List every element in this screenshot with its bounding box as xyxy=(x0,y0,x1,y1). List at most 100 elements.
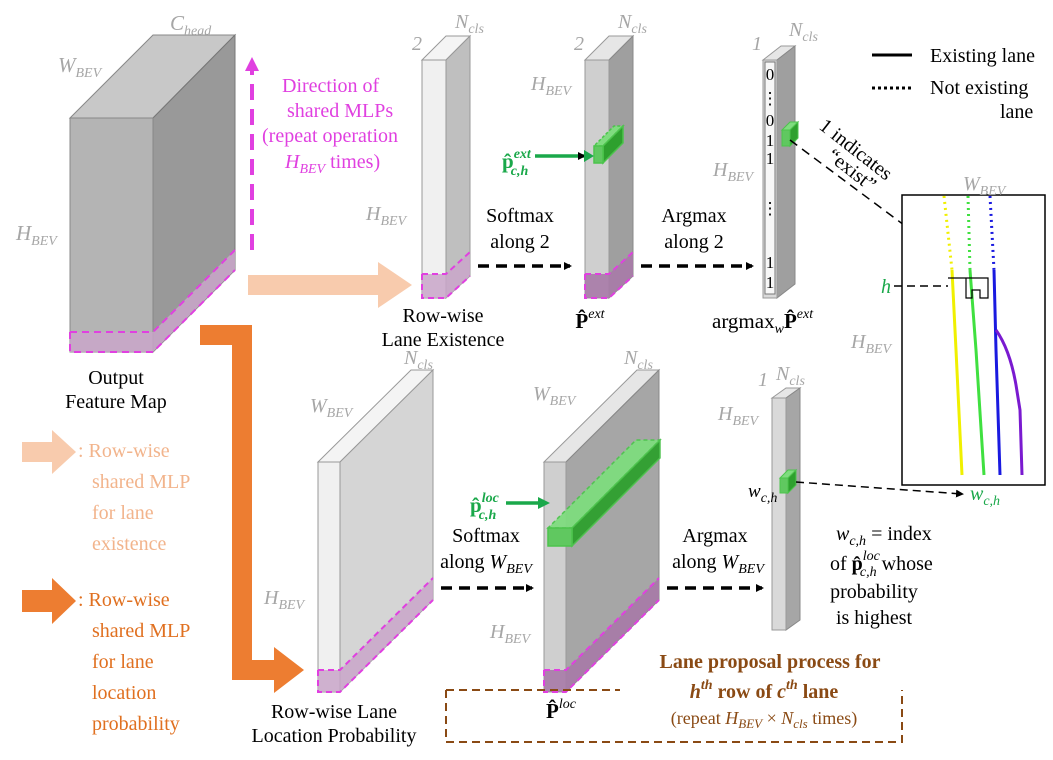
argmax-cell-7: 1 xyxy=(766,273,775,292)
p-ext-ch-arrowhead xyxy=(584,150,594,162)
legend-peach-l3: for lane xyxy=(92,502,154,524)
legend-peach-l1: : Row-wise xyxy=(78,440,170,462)
mlp-direction-line1: Direction of xyxy=(282,75,380,97)
p-loc-ncls: Ncls xyxy=(623,347,653,373)
lane-yellow-solid xyxy=(950,269,964,476)
location-tensor xyxy=(316,368,435,694)
legend-orange-l2: shared MLP xyxy=(92,620,190,642)
softmax-loc-line1: Softmax xyxy=(452,525,520,547)
argmax-h-bev: HBEV xyxy=(712,159,755,185)
output-h-bev: HBEV xyxy=(15,221,58,249)
argmax-cell-3: 1 xyxy=(766,131,775,150)
mlp-direction-line3: (repeat operation xyxy=(262,125,398,147)
argmax-cell-4: 1 xyxy=(766,149,775,168)
argmax-cell-6: 1 xyxy=(766,253,775,272)
loc-wch: wc,h xyxy=(748,481,777,506)
mlp-direction-line4: HBEV times) xyxy=(284,151,380,177)
argmax-loc-line2: along WBEV xyxy=(672,551,765,577)
p-ext-h-bev: HBEV xyxy=(530,73,573,99)
legend-existing: Existing lane xyxy=(930,45,1035,67)
output-label-2: Feature Map xyxy=(65,391,167,413)
existence-dim: 2 xyxy=(412,33,422,55)
legend-orange-l5: probability xyxy=(92,713,180,735)
argmax-vector xyxy=(761,44,800,300)
existence-h-bev: HBEV xyxy=(365,203,408,229)
location-w-bev: WBEV xyxy=(310,395,354,421)
bev-wch: wc,h xyxy=(970,483,1000,509)
lane-green-dotted xyxy=(966,195,972,271)
output-label-1: Output xyxy=(88,367,144,389)
wch-leader xyxy=(795,481,964,498)
legend-peach-l2: shared MLP xyxy=(92,471,190,493)
output-c-head: Chead xyxy=(170,11,212,39)
loc-vector xyxy=(770,387,802,631)
bev-h-row: h xyxy=(881,276,891,298)
p-loc-w-bev: WBEV xyxy=(533,383,577,409)
output-feature-map xyxy=(68,33,237,354)
location-ncls: Ncls xyxy=(403,347,433,373)
existence-label-1: Row-wise xyxy=(402,305,483,327)
lane-violet-solid xyxy=(994,329,1024,476)
p-loc-label: P̂loc xyxy=(546,697,577,723)
p-ext-label: P̂ext xyxy=(575,307,605,333)
legend-peach-l4: existence xyxy=(92,533,167,555)
peach-mlp-arrow xyxy=(248,262,412,308)
argmax-ext-line1: Argmax xyxy=(661,205,726,227)
argmax-ext-line2: along 2 xyxy=(664,231,723,253)
proposal-title-2: hth row of cth lane xyxy=(690,678,839,703)
legend-orange-arrow xyxy=(22,578,76,624)
legend-orange-l1: : Row-wise xyxy=(78,589,170,611)
existence-ncls: Ncls xyxy=(454,11,484,37)
location-label-2: Location Probability xyxy=(252,725,417,747)
argmax-cells: 0 ⋮ 0 1 1 ⋮ 1 1 xyxy=(762,65,779,292)
existence-tensor xyxy=(420,34,472,300)
proposal-title-1: Lane proposal process for xyxy=(660,651,881,673)
loc-ncls: Ncls xyxy=(775,363,805,389)
proposal-box xyxy=(445,690,903,743)
existence-label-2: Lane Existence xyxy=(382,329,505,351)
p-ext-tensor xyxy=(583,34,635,300)
bev-w: WBEV xyxy=(963,173,1007,199)
legend-orange-l4: location xyxy=(92,682,156,704)
lane-yellow-dotted xyxy=(942,195,954,271)
p-loc-h-bev: HBEV xyxy=(489,621,532,647)
lane-blue-solid xyxy=(992,269,1002,476)
loc-dim: 1 xyxy=(758,369,768,391)
p-ext-ncls: Ncls xyxy=(617,11,647,37)
argmax-cell-1: ⋮ xyxy=(762,89,779,108)
softmax-ext-line1: Softmax xyxy=(486,205,554,227)
mlp-direction-line2: shared MLPs xyxy=(287,100,393,122)
p-loc-ch-arrowhead xyxy=(538,497,550,509)
legend xyxy=(872,53,912,90)
bev-view-box xyxy=(901,194,1046,486)
argmax-ncls: Ncls xyxy=(788,19,818,45)
wch-def-line1: wc,h = index xyxy=(836,523,932,549)
wch-def-line4: is highest xyxy=(836,607,913,629)
argmax-cell-0: 0 xyxy=(766,65,775,84)
row-h-marker xyxy=(948,277,989,299)
bev-h: HBEV xyxy=(850,331,893,357)
legend-orange-l3: for lane xyxy=(92,651,154,673)
p-loc-tensor xyxy=(542,368,662,694)
argmax-dim: 1 xyxy=(752,33,762,55)
legend-not-existing-2: lane xyxy=(1000,101,1033,123)
bev-lanes xyxy=(942,195,1024,476)
location-h-bev: HBEV xyxy=(263,587,306,613)
softmax-loc-line2: along WBEV xyxy=(440,551,533,577)
loc-h-bev: HBEV xyxy=(717,403,760,429)
p-ext-dim: 2 xyxy=(574,33,584,55)
legend-peach-arrow xyxy=(22,430,76,474)
location-label-1: Row-wise Lane xyxy=(271,701,397,723)
argmax-cell-5: ⋮ xyxy=(762,199,779,218)
argmax-loc-line1: Argmax xyxy=(682,525,747,547)
legend-not-existing-1: Not existing xyxy=(930,77,1028,99)
output-w-bev: WBEV xyxy=(58,53,103,81)
wch-def-line3: probability xyxy=(830,581,918,603)
argmax-label: argmaxwP̂ext xyxy=(712,307,814,337)
argmax-cell-2: 0 xyxy=(766,111,775,130)
orange-mlp-arrow xyxy=(200,325,304,693)
